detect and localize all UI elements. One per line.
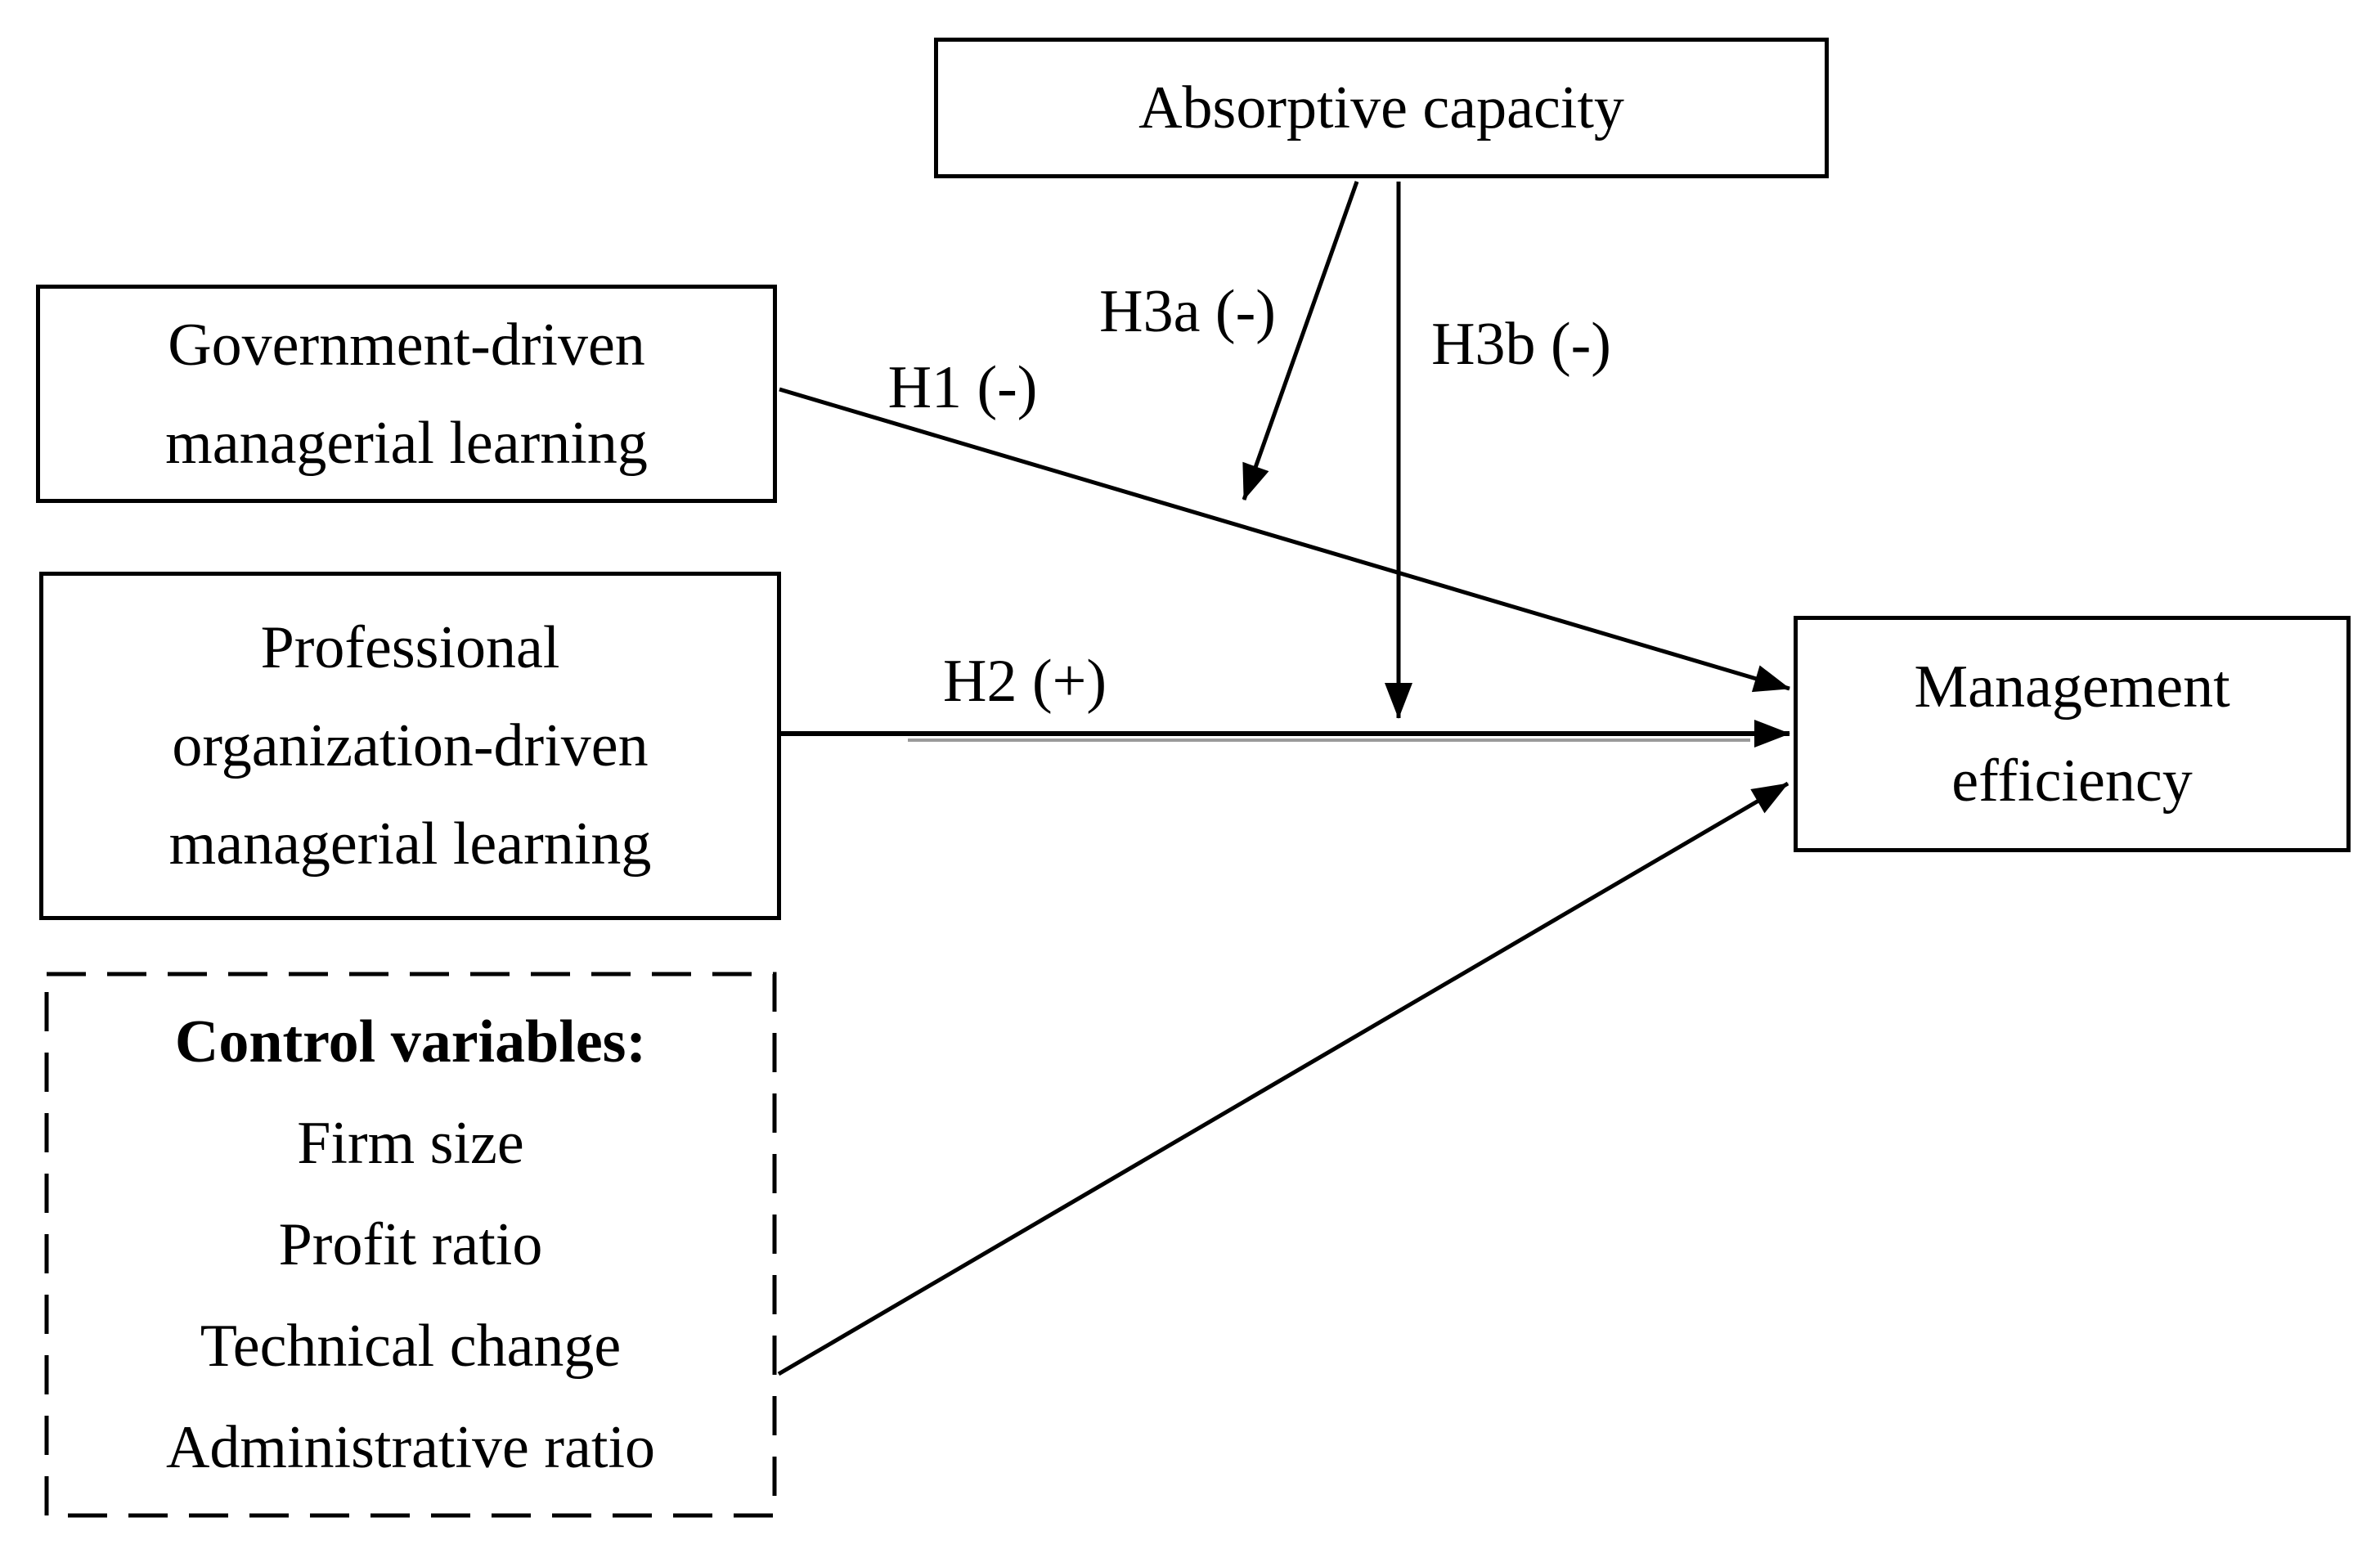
control-variable-item: Profit ratio <box>278 1211 543 1278</box>
box-text-line: efficiency <box>1951 747 2193 815</box>
box-text-line: Professional <box>260 614 560 681</box>
box-control-variables: Control variables: Firm size Profit rati… <box>45 972 776 1517</box>
control-variable-item: Technical change <box>200 1313 622 1380</box>
control-variables-title: Control variables: <box>174 1008 647 1075</box>
box-text-line: Government-driven <box>168 311 645 379</box>
box-text-line: Management <box>1914 653 2230 721</box>
label-h3a: H3a (-) <box>1099 278 1276 345</box>
box-absorptive-capacity: Absorptive capacity <box>934 38 1829 178</box>
box-management-efficiency: Management efficiency <box>1794 616 2351 852</box>
arrow-h3a <box>1242 181 1359 501</box>
arrow-control-variables <box>777 781 1789 1376</box>
box-government-driven-learning: Government-driven managerial learning <box>36 285 777 503</box>
label-h3b: H3b (-) <box>1431 311 1611 378</box>
control-variable-item: Firm size <box>297 1110 524 1177</box>
box-text-line: managerial learning <box>165 409 648 477</box>
box-text-line: Absorptive capacity <box>1138 74 1624 141</box>
control-variables-dashed-border <box>44 972 777 1518</box>
label-h2: H2 (+) <box>943 648 1107 715</box>
label-h1: H1 (-) <box>887 354 1038 421</box>
control-variable-item: Administrative ratio <box>165 1414 656 1481</box>
box-text-line: managerial learning <box>168 810 652 878</box>
box-professional-organization-learning: Professional organization-driven manager… <box>39 572 781 920</box>
box-text-line: organization-driven <box>172 712 649 779</box>
arrow-h1 <box>779 387 1790 693</box>
